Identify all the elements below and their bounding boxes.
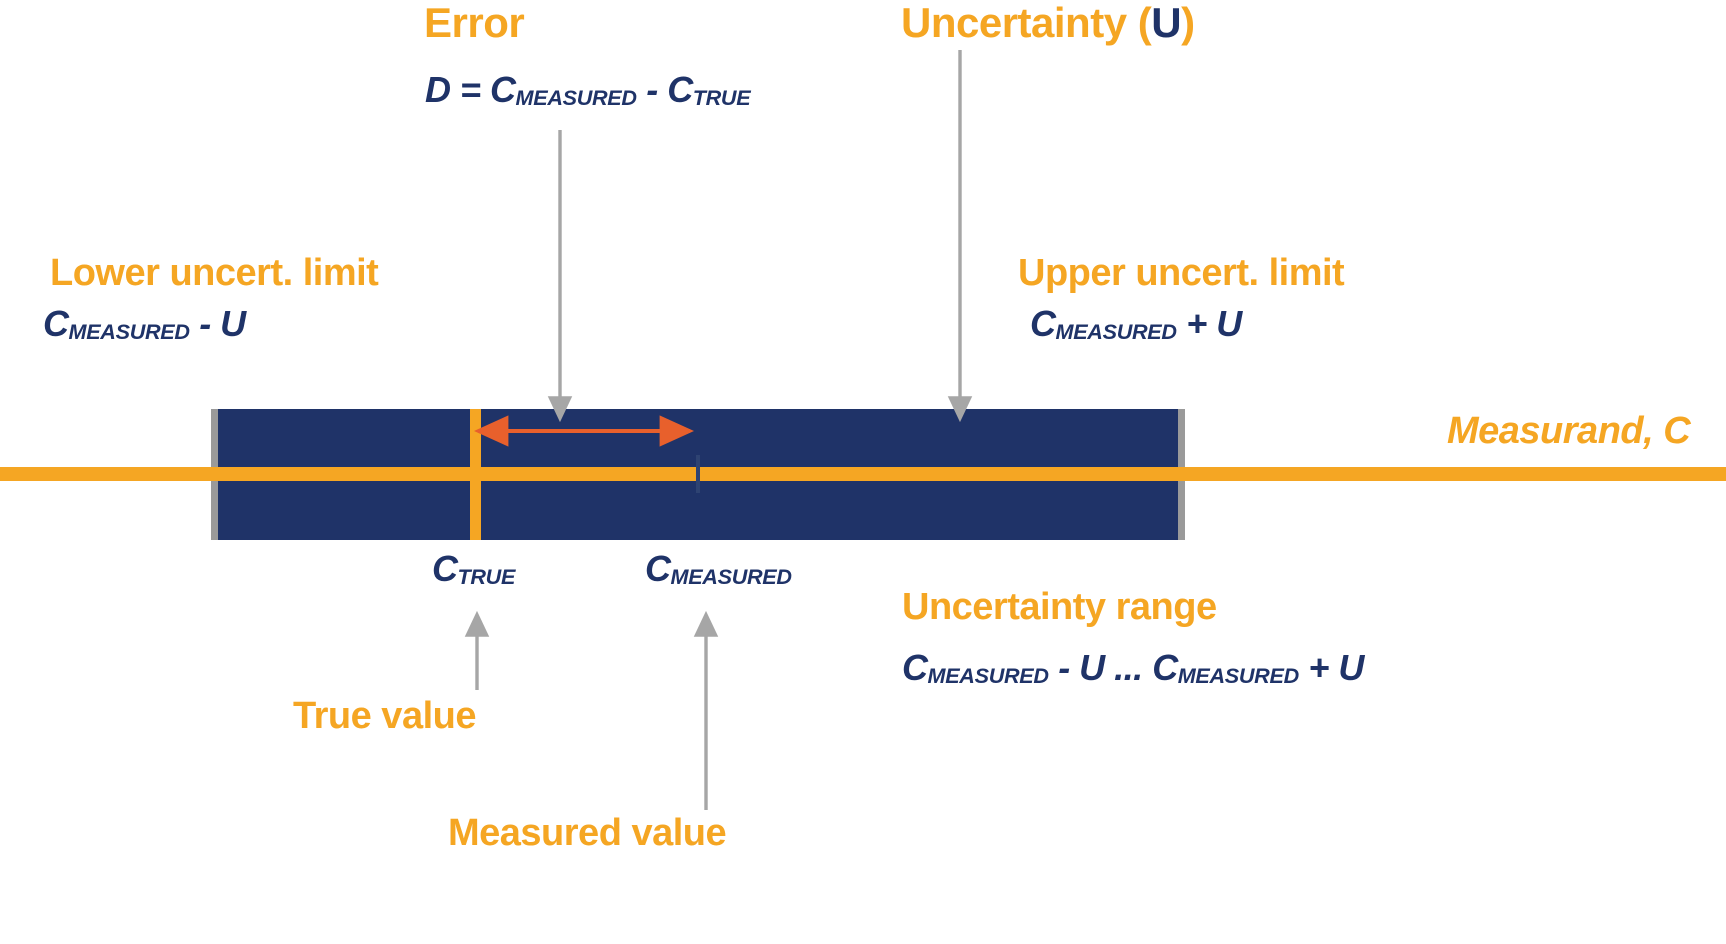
lower-uncert-limit-formula: CMEASURED - U	[43, 303, 246, 345]
lower-limit-tail: - U	[189, 303, 246, 344]
uncertainty-title-u-symbol: U	[1151, 0, 1182, 46]
ctrue-sub: TRUE	[457, 564, 516, 590]
upper-limit-tail: + U	[1176, 303, 1242, 344]
error-formula-lead: D = C	[425, 69, 516, 110]
upper-uncert-limit-formula: CMEASURED + U	[1030, 303, 1242, 345]
upper-uncert-limit-title: Upper uncert. limit	[1018, 252, 1345, 294]
ctrue-label: CTRUE	[432, 548, 516, 590]
error-formula-sub-true: TRUE	[692, 85, 751, 111]
range-sub-2: MEASURED	[1177, 663, 1299, 689]
lower-limit-sub: MEASURED	[68, 319, 190, 345]
range-sub-1: MEASURED	[927, 663, 1049, 689]
uncertainty-title-prefix: Uncertainty (	[901, 0, 1152, 46]
range-tail: + U	[1298, 647, 1364, 688]
true-value-caption: True value	[293, 695, 476, 737]
cmeasured-sub: MEASURED	[670, 564, 792, 590]
cmeasured-label: CMEASURED	[645, 548, 792, 590]
uncertainty-range-formula: CMEASURED - U ... CMEASURED + U	[902, 647, 1364, 689]
cmeasured-lead: C	[645, 548, 671, 589]
measurand-axis-line	[0, 467, 1726, 481]
measured-value-caption: Measured value	[448, 812, 727, 854]
error-formula-sub-measured: MEASURED	[515, 85, 637, 111]
error-title: Error	[424, 0, 525, 46]
ctrue-marker-line	[470, 409, 481, 540]
error-formula-mid: - C	[636, 69, 693, 110]
lower-uncert-limit-title: Lower uncert. limit	[50, 252, 379, 294]
ctrue-lead: C	[432, 548, 458, 589]
uncertainty-title: Uncertainty (U)	[901, 2, 1195, 44]
upper-limit-sub: MEASURED	[1055, 319, 1177, 345]
lower-limit-lead: C	[43, 303, 69, 344]
range-lead: C	[902, 647, 928, 688]
error-formula: D = CMEASURED - CTRUE	[425, 69, 751, 111]
uncertainty-range-title: Uncertainty range	[902, 586, 1217, 628]
measurand-axis-label: Measurand, C	[1447, 410, 1691, 452]
range-mid: - U ... C	[1048, 647, 1178, 688]
cmeasured-marker-tick	[696, 455, 700, 493]
upper-limit-lead: C	[1030, 303, 1056, 344]
uncertainty-title-suffix: )	[1181, 0, 1195, 46]
